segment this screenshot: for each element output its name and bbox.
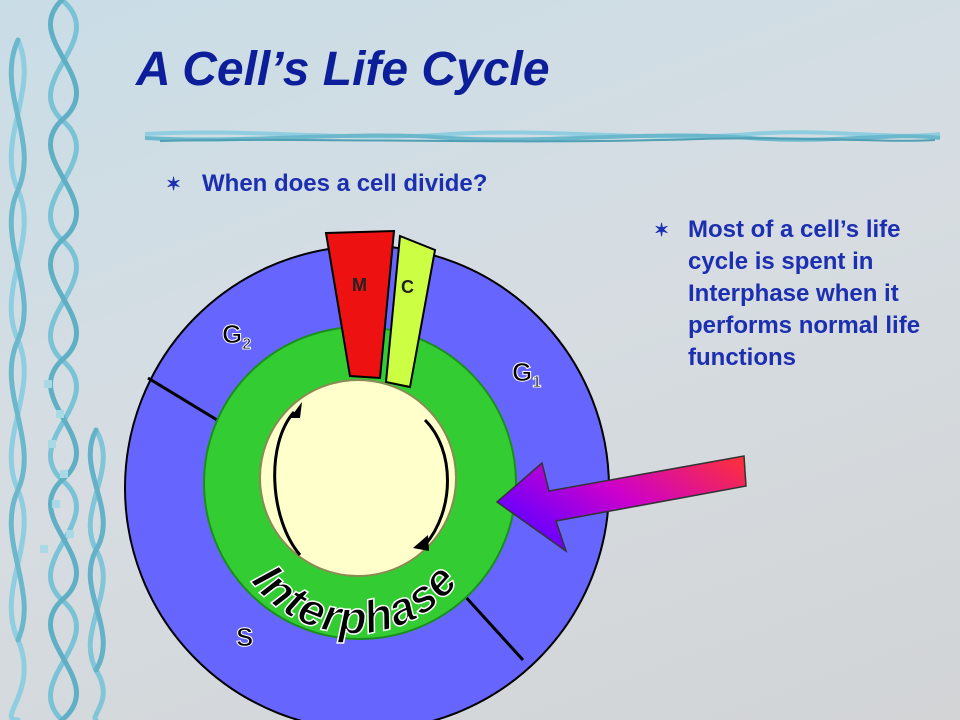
phase-label-g1: G1 <box>512 357 541 391</box>
arrowhead-icon <box>290 402 302 418</box>
star-bullet-icon: ✶ <box>166 174 182 194</box>
slide-title: A Cell’s Life Cycle <box>136 43 550 96</box>
mitosis-segment <box>324 229 396 380</box>
bullet-item: ✶ Most of a cell’s life cycle is spent i… <box>654 214 954 374</box>
star-bullet-icon: ✶ <box>654 220 670 240</box>
cell-center <box>259 379 457 577</box>
phase-label-m: M <box>352 275 367 295</box>
g1-s-divider <box>461 592 525 662</box>
phase-label-s: S <box>236 622 253 652</box>
phase-label-g2: G2 <box>222 319 251 353</box>
bullet-item: ✶ When does a cell divide? <box>166 168 487 200</box>
g2-s-divider <box>147 376 228 428</box>
phase-label-c: C <box>401 277 414 297</box>
title-underline-strand <box>144 130 941 143</box>
cytokinesis-segment <box>384 234 437 389</box>
bullet-text: Most of a cell’s life cycle is spent in … <box>688 216 921 371</box>
bullet-text: When does a cell divide? <box>202 170 488 197</box>
interphase-pointer-arrow <box>495 455 747 553</box>
arrowhead-icon <box>413 535 429 551</box>
cycle-direction-arrows <box>273 411 449 556</box>
